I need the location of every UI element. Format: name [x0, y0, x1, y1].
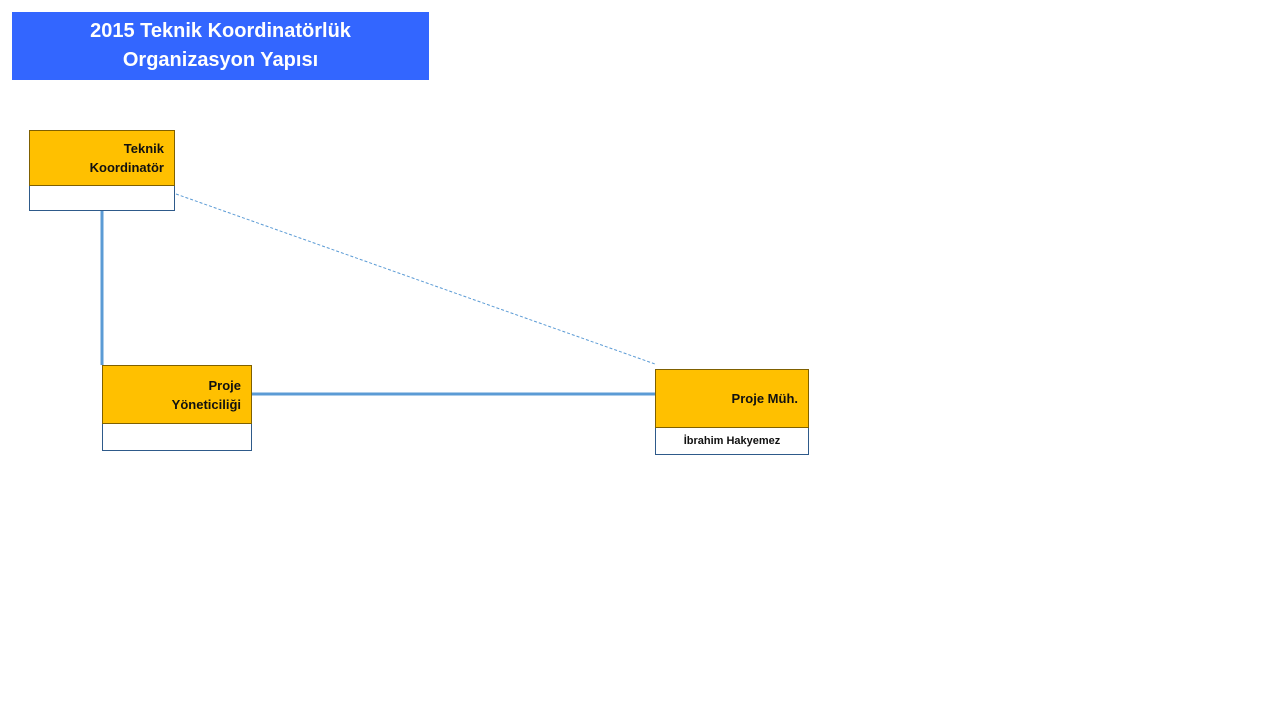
title-line-1: 2015 Teknik Koordinatörlük [90, 20, 351, 42]
node-person: İbrahim Hakyemez [655, 428, 809, 455]
node-title: Proje Yöneticiliği [102, 365, 252, 424]
title-line-2: Organizasyon Yapısı [122, 49, 319, 71]
dashed-connector-coordinator-to-engineer [175, 193, 656, 365]
node-title: Teknik Koordinatör [29, 130, 175, 186]
node-person [102, 424, 252, 451]
node-title: Proje Müh. [655, 369, 809, 428]
node-technical-coordinator: Teknik Koordinatör [29, 130, 175, 211]
node-title-text: Proje Müh. [731, 391, 798, 406]
node-title-line-1: Proje [208, 377, 241, 393]
node-title-line-2: Yöneticiliği [171, 396, 241, 412]
node-project-management: Proje Yöneticiliği [102, 365, 252, 451]
node-title-line-1: Teknik [123, 141, 164, 156]
node-title-line-2: Koordinatör [89, 160, 164, 175]
node-person [29, 186, 175, 211]
node-project-engineer: Proje Müh. İbrahim Hakyemez [655, 369, 809, 455]
diagram-title: 2015 Teknik Koordinatörlük Organizasyon … [12, 12, 429, 80]
